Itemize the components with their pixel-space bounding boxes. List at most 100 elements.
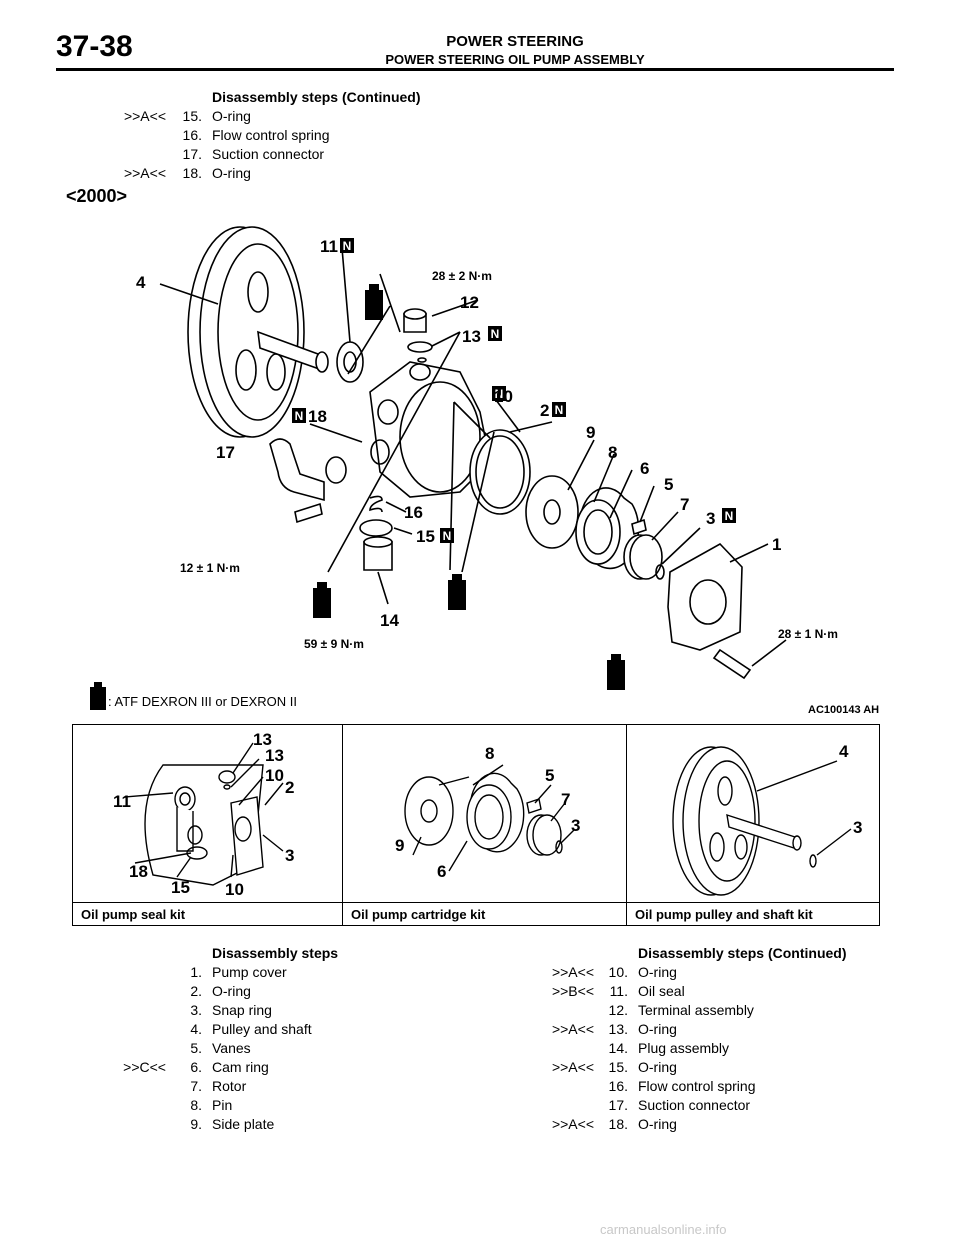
callout-8: 8 <box>608 443 617 462</box>
step-number: 18. <box>182 165 202 181</box>
step-text: Rotor <box>212 1078 247 1094</box>
step-text: Snap ring <box>212 1002 272 1018</box>
step-text: Suction connector <box>638 1097 751 1113</box>
callout-9: 9 <box>586 423 595 442</box>
list-item: >>C<<6.Cam ring <box>0 1058 480 1077</box>
exploded-view-diagram: N N N N N N N 11 4 12 13 10 2 18 9 17 8 … <box>136 226 838 690</box>
steps-title: Disassembly steps <box>212 945 339 961</box>
step-text: O-ring <box>638 964 677 980</box>
new-part-symbol: N <box>495 387 504 401</box>
new-part-symbol: N <box>295 409 304 423</box>
callout-14: 14 <box>380 611 399 630</box>
list-item: >>A<<13.O-ring <box>480 1020 900 1039</box>
atf-bottle-icon <box>90 682 106 710</box>
callout-2: 2 <box>540 401 549 420</box>
callout-9: 9 <box>395 836 404 855</box>
step-number: 15. <box>182 108 202 124</box>
callout-11: 11 <box>113 792 131 811</box>
callout-3: 3 <box>853 818 862 837</box>
kit-cell-pulley: 4 3 <box>627 725 878 902</box>
pulley-shape <box>187 226 329 438</box>
step-number: 9. <box>190 1116 202 1132</box>
atf-bottle-icon <box>365 284 383 320</box>
list-item: 17. Suction connector <box>0 145 500 164</box>
callout-10: 10 <box>265 766 284 785</box>
new-part-symbol: N <box>725 509 734 523</box>
list-item: 17.Suction connector <box>480 1096 900 1115</box>
kit-label-pulley: Oil pump pulley and shaft kit <box>635 907 813 922</box>
list-item: 8. Pin <box>0 1096 480 1115</box>
list-item: 14. Plug assembly <box>480 1039 900 1058</box>
kit-cell-cartridge: 8 5 7 3 9 6 <box>343 725 627 902</box>
step-number: 11. <box>609 983 628 999</box>
top-steps-title: Disassembly steps (Continued) <box>212 89 421 105</box>
step-mark: >>B<< <box>551 983 594 999</box>
callout-6: 6 <box>437 862 446 881</box>
step-mark: >>A<< <box>551 1021 594 1037</box>
new-part-symbol: N <box>343 239 352 253</box>
step-text: Side plate <box>212 1116 275 1132</box>
step-mark: >>A<< <box>123 108 166 124</box>
step-number: 16. <box>608 1078 628 1094</box>
o-ring-shape <box>469 429 531 515</box>
header-rule <box>56 68 894 71</box>
step-number: 15. <box>608 1059 628 1075</box>
step-number: 8. <box>190 1097 202 1113</box>
figure-id: AC100143 AH <box>808 704 880 716</box>
callout-15: 15 <box>171 878 190 897</box>
step-text: O-ring <box>212 165 251 181</box>
list-item: >>A<<10.O-ring <box>480 963 900 982</box>
step-text: Pin <box>212 1097 233 1113</box>
callout-6: 6 <box>640 459 649 478</box>
step-mark: >>A<< <box>123 165 166 181</box>
step-text: Flow control spring <box>212 127 330 143</box>
kit-label-seal: Oil pump seal kit <box>73 903 343 926</box>
callout-16: 16 <box>404 503 423 522</box>
step-text: Pulley and shaft <box>212 1021 312 1037</box>
step-mark: >>A<< <box>551 964 594 980</box>
kit-label-row: Oil pump seal kit Oil pump cartridge kit… <box>73 902 879 926</box>
step-text: Suction connector <box>212 146 325 162</box>
oil-seal-shape <box>336 341 364 383</box>
step-number: 7. <box>190 1078 202 1094</box>
torque-cover-bolt: 28 ± 1 N·m <box>778 627 838 641</box>
atf-legend: : ATF DEXRON III or DEXRON II <box>108 694 298 709</box>
step-number: 14. <box>608 1040 628 1056</box>
model-year-heading: <2000> <box>66 186 128 206</box>
step-text: O-ring <box>212 108 251 124</box>
atf-bottle-icon <box>448 574 466 610</box>
torque-plug: 59 ± 9 N·m <box>304 637 364 651</box>
callout-3: 3 <box>706 509 715 528</box>
top-steps-list: Disassembly steps (Continued) >>A<< 15. … <box>0 88 500 183</box>
callout-1: 1 <box>772 535 781 554</box>
callout-3: 3 <box>571 816 580 835</box>
step-number: 17. <box>182 146 202 162</box>
watermark: carmanualsonline.info <box>600 1222 727 1237</box>
seal-kit-illustration: 13 13 10 11 2 3 18 15 10 <box>113 730 294 899</box>
kit-cell-seal: 13 13 10 11 2 3 18 15 10 <box>73 725 343 902</box>
step-number: 18. <box>608 1116 628 1132</box>
page-number: 37-38 <box>56 30 133 63</box>
list-item: 16.Flow control spring <box>480 1077 900 1096</box>
step-text: Plug assembly <box>638 1040 730 1056</box>
disassembly-steps-continued-list: Disassembly steps (Continued) >>A<<10.O-… <box>480 944 900 1134</box>
step-number: 13. <box>608 1021 628 1037</box>
callout-5: 5 <box>545 766 554 785</box>
callout-10: 10 <box>494 387 513 406</box>
new-part-symbol: N <box>491 327 500 341</box>
callout-2: 2 <box>285 778 294 797</box>
section-title: POWER STEERING <box>446 33 584 50</box>
step-text: O-ring <box>638 1059 677 1075</box>
step-number: 6. <box>190 1059 202 1075</box>
list-item: 7. Rotor <box>0 1077 480 1096</box>
torque-connector-bolt: 12 ± 1 N·m <box>180 561 240 575</box>
step-text: O-ring <box>638 1116 677 1132</box>
callout-18: 18 <box>129 862 148 881</box>
kit-table: 13 13 10 11 2 3 18 15 10 <box>72 724 880 926</box>
callout-10: 10 <box>225 880 244 899</box>
new-part-symbol: N <box>555 403 564 417</box>
atf-bottle-icon <box>607 654 625 690</box>
step-number: 2. <box>190 983 202 999</box>
torque-terminal: 28 ± 2 N·m <box>432 269 492 283</box>
step-text: O-ring <box>212 983 251 999</box>
